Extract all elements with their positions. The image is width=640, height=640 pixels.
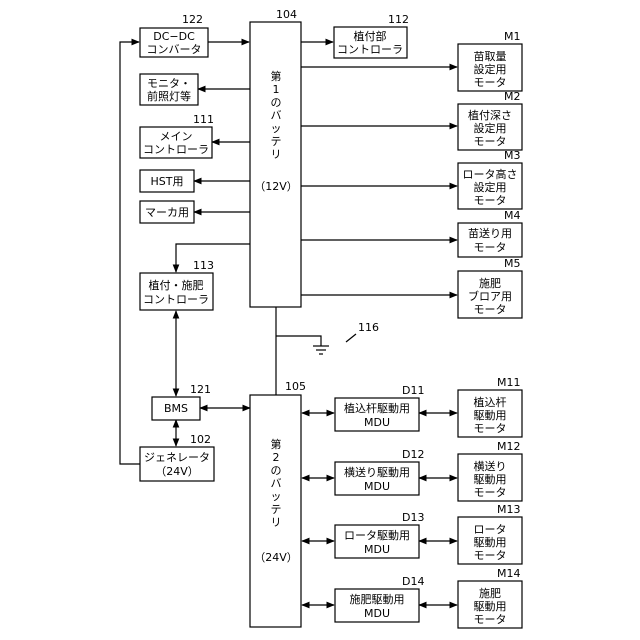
motor-m14-label: 施肥 — [479, 587, 501, 600]
plant-ctrl-label: 植付・施肥 — [149, 278, 204, 292]
motor-m11-label: 植込杆 — [474, 395, 507, 409]
battery2-char: の — [271, 464, 282, 477]
hst-label: HST用 — [151, 175, 184, 188]
mdu-labels: 植込杆駆動用 MDU 横送り駆動用 MDU ロータ駆動用 MDU 施肥駆動用 M… — [344, 401, 410, 620]
motor-m1-label: 苗取量 — [474, 50, 507, 63]
battery2-char: テ — [271, 503, 282, 516]
motor-m5-label: 施肥 — [479, 277, 501, 290]
battery1-char: 第 — [271, 69, 282, 83]
battery1-voltage: （12V） — [254, 180, 298, 193]
ref-d11: D11 — [402, 384, 424, 397]
battery2-char: 第 — [271, 437, 282, 451]
motor-m13-label: ロータ — [474, 523, 507, 536]
ref-d12: D12 — [402, 448, 424, 461]
ref-m4: M4 — [504, 209, 521, 222]
main-ctrl-label: コントローラ — [143, 143, 209, 156]
motor-m1-label: 設定用 — [474, 62, 507, 76]
motor-m5-label: ブロア用 — [468, 289, 512, 303]
mdu1-label: 植込杆駆動用 — [344, 401, 410, 415]
battery2-char: バ — [271, 477, 282, 490]
ref-121: 121 — [190, 383, 211, 396]
motor-m3-label: 設定用 — [474, 180, 507, 194]
ref-111: 111 — [193, 113, 214, 126]
dcdc-label: DC−DC — [153, 30, 195, 43]
motor-m4-label: 苗送り用 — [468, 226, 512, 240]
mdu3-label: MDU — [364, 543, 390, 556]
ref-d13: D13 — [402, 511, 424, 524]
bms-label: BMS — [164, 402, 188, 415]
battery1-char: 1 — [273, 83, 280, 96]
battery2-char: 2 — [273, 451, 280, 464]
motor-m12-label: 横送り — [474, 459, 507, 473]
motor-m2-label: 設定用 — [474, 121, 507, 135]
leader-116 — [346, 334, 356, 342]
monitor-label: モニタ・ — [147, 77, 191, 90]
motor-m12-label: 駆動用 — [474, 472, 507, 486]
line-generator-to-dcdc — [120, 42, 140, 464]
battery2-char: リ — [271, 516, 282, 529]
marker-label: マーカ用 — [145, 206, 189, 219]
battery1-char: ッ — [271, 122, 282, 135]
mdu3-label: ロータ駆動用 — [344, 528, 410, 542]
battery1-char: リ — [271, 148, 282, 161]
ref-104: 104 — [276, 8, 297, 21]
motor-m11-label: モータ — [474, 422, 507, 435]
ref-d14: D14 — [402, 575, 424, 588]
generator-label: ジェネレータ — [144, 451, 210, 464]
motor-m11-label: 駆動用 — [474, 408, 507, 422]
motor-m12-label: モータ — [474, 486, 507, 499]
mdu1-label: MDU — [364, 416, 390, 429]
ref-m1: M1 — [504, 30, 521, 43]
battery2-char: ッ — [271, 490, 282, 503]
mdu2-label: MDU — [364, 480, 390, 493]
monitor-label: 前照灯等 — [147, 89, 191, 103]
mdu2-label: 横送り駆動用 — [344, 465, 410, 479]
motor-m4-label: モータ — [474, 241, 507, 254]
mdu4-label: MDU — [364, 607, 390, 620]
ref-122: 122 — [182, 13, 203, 26]
plant-unit-label: 植付部 — [354, 29, 387, 43]
ref-m11: M11 — [497, 376, 521, 389]
motor-m13-label: モータ — [474, 549, 507, 562]
battery1-char: テ — [271, 135, 282, 148]
motor-m5-label: モータ — [474, 303, 507, 316]
ref-m2: M2 — [504, 90, 521, 103]
plant-ctrl-label: コントローラ — [143, 293, 209, 306]
battery2-voltage: （24V） — [254, 551, 298, 564]
motor-m1-label: モータ — [474, 76, 507, 89]
battery1-char: の — [271, 96, 282, 109]
generator-label: （24V） — [155, 465, 199, 478]
motor-m3-label: ロータ高さ — [463, 167, 518, 181]
motor-m2-label: モータ — [474, 135, 507, 148]
ref-m3: M3 — [504, 149, 521, 162]
motor-m14-label: 駆動用 — [474, 599, 507, 613]
motor-m2-label: 植付深さ — [468, 108, 512, 122]
ref-m13: M13 — [497, 503, 521, 516]
ref-105: 105 — [285, 380, 306, 393]
ref-113: 113 — [193, 259, 214, 272]
battery1-char: バ — [271, 109, 282, 122]
dcdc-label: コンバータ — [147, 43, 202, 56]
ref-m12: M12 — [497, 440, 521, 453]
ref-m5: M5 — [504, 257, 521, 270]
ref-112: 112 — [388, 13, 409, 26]
ref-102: 102 — [190, 433, 211, 446]
main-ctrl-label: メイン — [160, 130, 193, 143]
motor-m3-label: モータ — [474, 194, 507, 207]
ref-m14: M14 — [497, 567, 521, 580]
motor-m13-label: 駆動用 — [474, 535, 507, 549]
battery1-box — [250, 22, 301, 307]
ground-symbol — [313, 346, 329, 354]
mdu4-label: 施肥駆動用 — [350, 592, 405, 606]
ref-116: 116 — [358, 321, 379, 334]
plant-unit-label: コントローラ — [337, 43, 403, 56]
motor-m14-label: モータ — [474, 613, 507, 626]
line-ground-wire — [276, 336, 321, 346]
